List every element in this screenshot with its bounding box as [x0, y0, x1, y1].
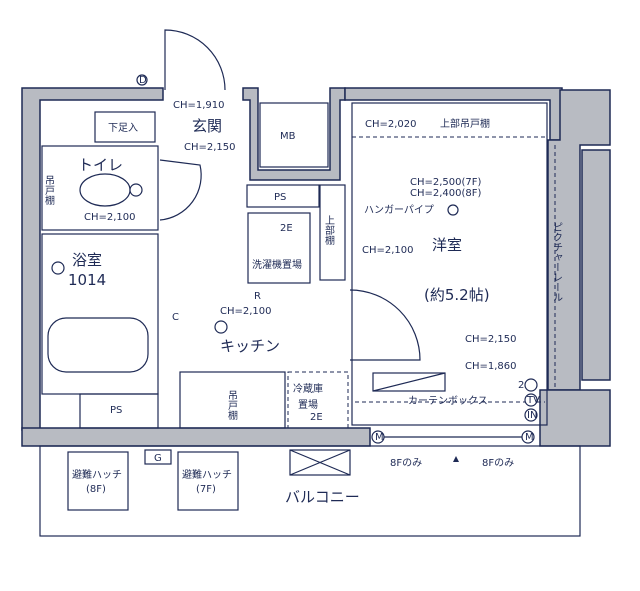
- label-ch-curtain: CH=1,860: [465, 361, 517, 372]
- label-picture-rail: ピクチャーレール: [551, 222, 563, 302]
- label-curtain-box: カーテンボックス: [408, 395, 488, 407]
- balcony-area: [39, 445, 581, 537]
- label-ch-room-top: CH=2,020: [365, 119, 417, 130]
- label-ch-8f: CH=2,400(8F): [410, 188, 482, 199]
- room-door[interactable]: [349, 289, 421, 361]
- label-fridge-2e: 2E: [310, 412, 323, 423]
- label-bath-size: 1014: [68, 271, 106, 289]
- label-toilet-cabinet: 吊戸棚: [43, 175, 55, 206]
- label-ch-room-left: CH=2,100: [362, 245, 414, 256]
- shoe-storage: [94, 111, 156, 143]
- label-entrance: 玄関: [192, 117, 222, 135]
- label-ps-upper: PS: [274, 192, 286, 203]
- label-ch-toilet: CH=2,100: [84, 212, 136, 223]
- bathtub: [47, 317, 149, 373]
- label-only8f-left: 8Fのみ: [390, 458, 422, 469]
- label-only8f-right: 8Fのみ: [482, 458, 514, 469]
- label-tv: TV: [526, 395, 540, 406]
- label-hanger-pipe: ハンガーパイプ: [364, 204, 434, 216]
- upper-shelf: [319, 184, 346, 281]
- upper-cabinet-area: [351, 102, 548, 138]
- label-m-left: M: [375, 432, 384, 443]
- fridge-area: [287, 371, 349, 429]
- label-upper-cabinet: 上部吊戸棚: [440, 117, 490, 130]
- label-ch-room-right: CH=2,150: [465, 334, 517, 345]
- north-arrow-icon: [453, 456, 459, 462]
- tv-icon: [524, 393, 538, 407]
- aircon: [372, 372, 446, 392]
- kitchen-counter: [179, 371, 286, 429]
- toilet-icon: [79, 173, 131, 207]
- label-hatch-7f-floor: (7F): [196, 484, 216, 495]
- label-hatch-8f-floor: (8F): [86, 484, 106, 495]
- label-in: IN: [527, 410, 537, 421]
- label-hatch-7f: 避難ハッチ: [182, 468, 232, 481]
- label-m-right: M: [525, 432, 534, 443]
- label-mb: MB: [280, 131, 296, 142]
- kitchen-light-icon: [214, 320, 228, 334]
- d-icon: [136, 74, 148, 86]
- laundry-area: [247, 212, 311, 284]
- walls: [21, 87, 611, 447]
- western-room: [351, 102, 548, 426]
- label-toilet: トイレ: [78, 156, 123, 174]
- hatch-7f: [177, 451, 239, 511]
- room-light-icon: [447, 204, 459, 216]
- label-western-room: 洋室: [432, 236, 462, 254]
- label-laundry-2e: 2E: [280, 223, 293, 234]
- label-shoe-storage: 下足入: [108, 122, 138, 134]
- m-right-icon: [521, 430, 535, 444]
- label-ch-entrance: CH=2,150: [184, 142, 236, 153]
- label-bath: 浴室: [72, 251, 102, 269]
- label-fridge: 冷蔵庫: [293, 382, 323, 395]
- toilet-room: [41, 145, 159, 231]
- ps-lower-box: [79, 393, 159, 429]
- label-gas: G: [154, 453, 162, 464]
- label-door-d: D: [139, 75, 147, 86]
- label-ps-lower: PS: [110, 405, 122, 416]
- label-laundry: 洗濯機置場: [252, 258, 302, 271]
- bath-outlet-icon: [51, 261, 65, 275]
- label-ch-entrance-top: CH=1,910: [173, 100, 225, 111]
- label-balcony: バルコニー: [285, 488, 360, 506]
- label-kitchen-cabinet: 吊戸棚: [226, 390, 238, 421]
- gas-meter-box: [144, 449, 172, 465]
- toilet-door[interactable]: [159, 159, 202, 221]
- outlet-2-icon: [524, 378, 538, 392]
- label-c: C: [172, 312, 179, 323]
- lan-icon: [524, 408, 538, 422]
- mb-box: [259, 102, 329, 168]
- label-ch-7f: CH=2,500(7F): [410, 177, 482, 188]
- label-hatch-8f: 避難ハッチ: [72, 468, 122, 481]
- label-outlet-2: 2: [518, 380, 524, 391]
- label-fridge-2: 置場: [298, 398, 318, 411]
- label-r: R: [254, 291, 261, 302]
- entrance-door[interactable]: [164, 29, 226, 91]
- label-ch-kitchen: CH=2,100: [220, 306, 272, 317]
- label-kitchen: キッチン: [220, 337, 280, 355]
- toilet-light-icon: [129, 183, 143, 197]
- ps-upper-box: [246, 184, 320, 208]
- label-upper-shelf: 上部棚: [323, 215, 335, 246]
- label-room-size: (約5.2帖): [424, 286, 490, 304]
- hatch-8f: [67, 451, 129, 511]
- outdoor-unit: [289, 449, 351, 476]
- m-left-icon: [371, 430, 385, 444]
